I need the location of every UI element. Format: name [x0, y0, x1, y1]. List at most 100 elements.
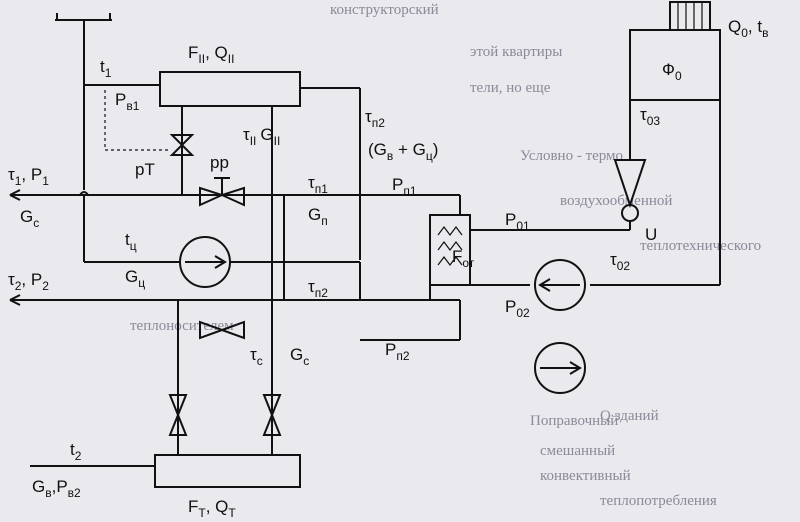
label-taup2-mid: τп2 [308, 277, 328, 300]
label-phi0: Ф0 [662, 60, 682, 83]
label-gvgc-sub2: ц [426, 149, 433, 163]
label-ft-main: F [188, 497, 198, 516]
label-fot-main: F [452, 247, 462, 266]
label-taup2-top: τп2 [365, 107, 385, 130]
label-u: U [645, 225, 657, 244]
label-fot: Fот [452, 247, 475, 270]
label-taup1-main: τ [308, 173, 315, 192]
label-tau1-p1: τ1, P1 [8, 165, 49, 188]
label-pv1-sub: в1 [126, 99, 139, 113]
elevator-nozzle-icon [621, 204, 639, 222]
label-tauc-main: τ [250, 345, 257, 364]
label-tau03-sub: 03 [647, 114, 661, 128]
label-pv2-sub: в2 [68, 486, 81, 500]
label-t1-top-sub: 1 [105, 66, 112, 80]
bg-text-6: теплотехнического [640, 238, 761, 254]
label-gvgc-open: (G [368, 140, 387, 159]
label-p02-sub: 02 [516, 306, 530, 320]
label-g2-main: G [260, 125, 273, 144]
label-taup2-top-sub: п2 [372, 116, 385, 130]
bg-text-11: конвективный [540, 468, 631, 484]
label-phi0-sub: 0 [675, 69, 682, 83]
label-taup1: τп1 [308, 173, 328, 196]
label-tau2-p2: τ2, P2 [8, 270, 49, 293]
return-valve-icon [199, 320, 245, 340]
label-q0-main: Q [728, 17, 741, 36]
label-q2-sub: II [228, 52, 235, 66]
label-f2-sub: II [198, 52, 205, 66]
label-phi0-main: Ф [662, 60, 675, 79]
label-gv-sub: в [45, 486, 51, 500]
label-tau1-main: τ [8, 165, 15, 184]
label-tauc: τс [250, 345, 263, 368]
label-tau02: τ02 [610, 250, 630, 273]
label-pp2-sub: п2 [396, 349, 409, 363]
label-gv-pv2: Gв,Pв2 [32, 477, 81, 500]
label-gvgc-close: ) [433, 140, 439, 159]
label-p02-main: P [505, 297, 516, 316]
label-qt-main: , Q [206, 497, 229, 516]
label-gc-mid-sub: с [303, 354, 309, 368]
label-gc-mid: Gс [290, 345, 309, 368]
background-scan-text: конструкторский этой квартиры тели, но е… [130, 2, 761, 509]
pumps [179, 236, 586, 394]
label-tau02-main: τ [610, 250, 617, 269]
label-ft-qt: FТ, QТ [188, 497, 236, 520]
label-pv2-main: ,P [52, 477, 68, 496]
label-tau2-sub: II [250, 134, 257, 148]
piping [10, 1, 721, 488]
label-fot-sub: от [462, 256, 474, 270]
bg-text-9: Поправочный [530, 413, 618, 429]
lower-heater-box [154, 454, 301, 488]
bg-text-1: конструкторский [330, 2, 439, 18]
elevator-icon [613, 159, 647, 209]
label-gvgc-mid: + G [393, 140, 426, 159]
label-tau2p2-sub: 2 [15, 279, 22, 293]
label-gc-circ-sub: ц [138, 276, 145, 290]
label-tau2p2-main: τ [8, 270, 15, 289]
label-taup2-mid-main: τ [308, 277, 315, 296]
label-gc-left-sub: с [33, 216, 39, 230]
label-tau02-sub: 02 [617, 259, 631, 273]
label-taup1-sub: п1 [315, 182, 328, 196]
label-tau2-main: τ [243, 125, 250, 144]
bg-text-3: тели, но еще [470, 80, 551, 96]
bg-text-8: Q зданий [600, 408, 659, 424]
label-tauc-sub: с [257, 354, 263, 368]
label-pp2-main: P [385, 340, 396, 359]
right-vertical-valve-icon [262, 394, 282, 436]
upper-heater-box [159, 71, 301, 107]
label-tau03-main: τ [640, 105, 647, 124]
bg-text-10: смешанный [540, 443, 615, 459]
bg-text-12: теплопотребления [600, 493, 717, 509]
label-qt-sub: Т [228, 506, 236, 520]
label-pt: рТ [135, 160, 155, 179]
label-pp: рр [210, 153, 229, 172]
label-gv-main: G [32, 477, 45, 496]
label-gc-left-main: G [20, 207, 33, 226]
label-gv-gc: (Gв + Gц) [368, 140, 438, 163]
label-gp-sub: п [321, 214, 328, 228]
label-p2-main: , P [21, 270, 42, 289]
flow-arrows [9, 189, 21, 306]
label-gp-main: G [308, 205, 321, 224]
label-q2-main: , Q [205, 43, 228, 62]
label-pp1-sub: п1 [403, 184, 416, 198]
label-gc-circ-main: G [125, 267, 138, 286]
label-t1-top: t1 [100, 57, 112, 80]
bg-text-4: Условно - термо [520, 148, 623, 164]
label-gc-left: Gс [20, 207, 39, 230]
label-f2-q2: FII, QII [188, 43, 234, 66]
bg-text-7: теплоносителем [130, 318, 234, 334]
label-q0-sub: 0 [741, 26, 748, 40]
label-taup2-top-main: τ [365, 107, 372, 126]
building-box [629, 29, 721, 101]
left-vertical-valve-icon [168, 394, 188, 436]
label-gp: Gп [308, 205, 328, 228]
label-tau03: τ03 [640, 105, 660, 128]
label-g2-sub: II [274, 134, 281, 148]
heating-pump-icon [534, 259, 586, 311]
label-gc-mid-main: G [290, 345, 303, 364]
